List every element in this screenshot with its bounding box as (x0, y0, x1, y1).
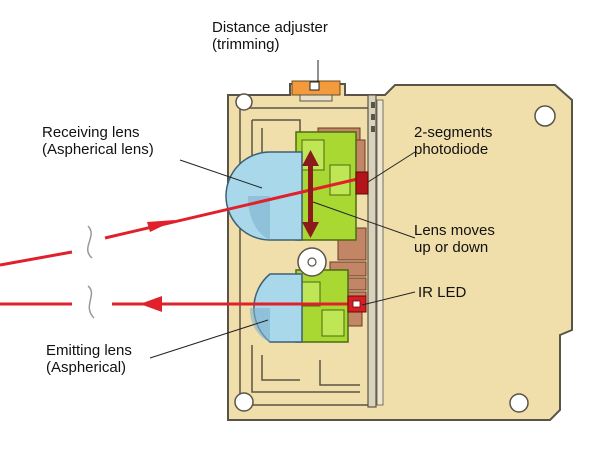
mounting-hole-bottom-right (509, 393, 529, 413)
receiving-beam (0, 176, 363, 267)
ir-led (347, 295, 367, 313)
pivot-wheel (297, 247, 327, 277)
receiving-lens (225, 151, 303, 241)
receiving-beam-break (86, 225, 93, 259)
label-distance-adjuster: Distance adjuster (trimming) (212, 19, 328, 53)
emitting-beam-arrowhead (140, 296, 162, 312)
emitting-beam-break (87, 285, 95, 319)
label-receiving-lens: Receiving lens (Aspherical lens) (42, 124, 154, 158)
mounting-hole-top-right (534, 105, 556, 127)
mounting-hole-bottom-left (234, 392, 254, 412)
sensor-housing (227, 83, 573, 421)
emitting-beam (0, 285, 352, 319)
leader-lines (149, 60, 416, 359)
label-ir-led: IR LED (418, 284, 467, 301)
lens-holder-lower (295, 269, 349, 343)
photodiode (355, 171, 369, 195)
up-down-arrow (302, 150, 319, 238)
circuit-board (367, 94, 384, 408)
emitting-lens (249, 273, 303, 343)
mounting-hole-top-left (235, 93, 253, 111)
label-lens-moves: Lens moves up or down (414, 222, 495, 256)
distance-adjuster (291, 80, 341, 102)
label-photodiode: 2-segments photodiode (414, 124, 493, 158)
label-emitting-lens: Emitting lens (Aspherical) (46, 342, 132, 376)
receiving-beam-arrowhead (147, 220, 175, 232)
